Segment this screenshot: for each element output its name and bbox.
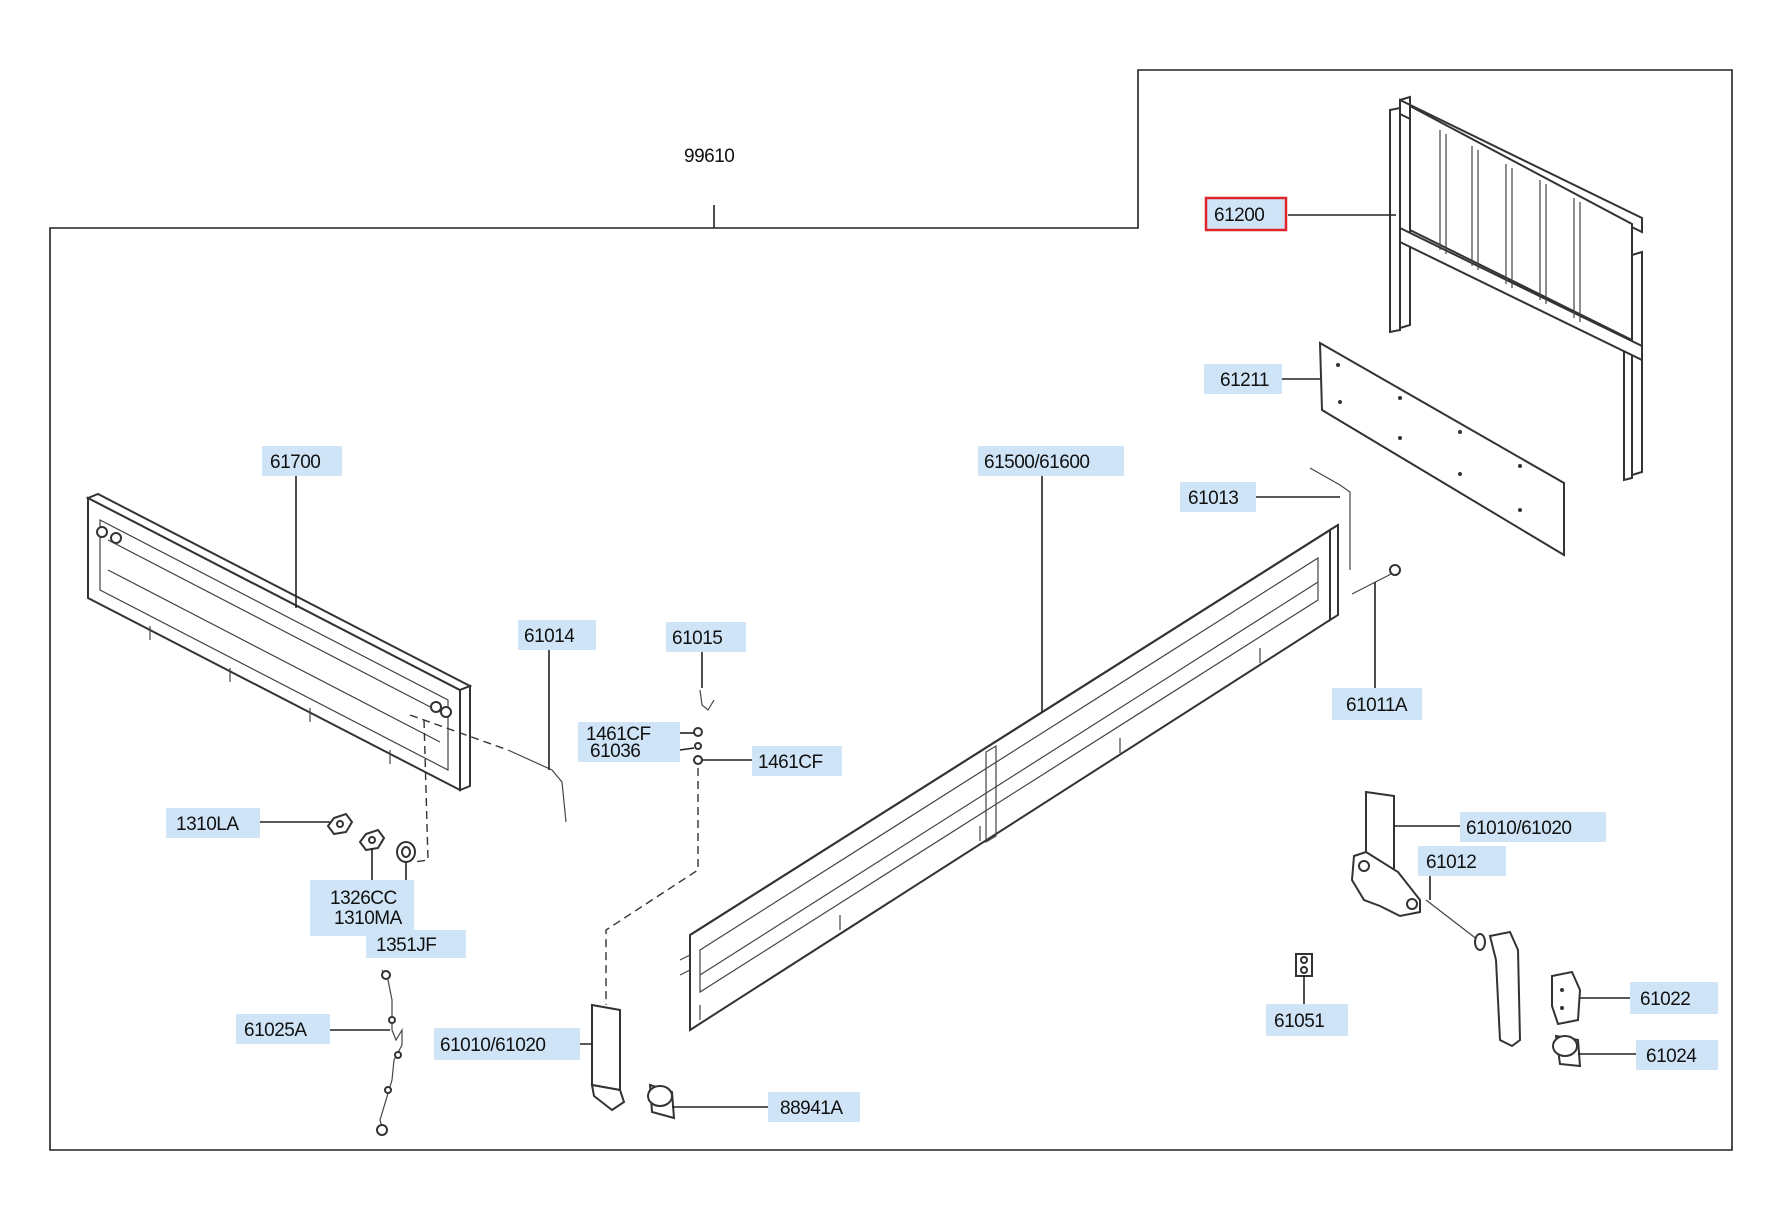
svg-text:61014: 61014 [524,626,575,647]
svg-text:1310MA: 1310MA [334,908,403,929]
clip-drawing [1295,953,1313,977]
rubber-block-drawing [1552,1034,1582,1068]
panel-plate-drawing [1318,341,1565,557]
svg-text:61011A: 61011A [1346,695,1408,716]
callout-61211[interactable]: 61211 [1204,364,1282,394]
stopper-drawing [1488,930,1582,1048]
callout-61024[interactable]: 61024 [1636,1040,1718,1070]
svg-text:61200: 61200 [1214,205,1264,226]
svg-text:1310LA: 1310LA [176,814,239,835]
svg-text:61051: 61051 [1274,1011,1324,1032]
side-gate-drawing [679,523,1339,1032]
leader-lines [248,214,1636,1108]
assembly-number: 99610 [684,146,734,167]
right-bracket-drawing [1350,790,1421,918]
callout-61200[interactable]: 61200 [1204,196,1288,232]
callout-1351jf[interactable]: 1351JF [366,930,466,958]
svg-text:61010/61020: 61010/61020 [1466,818,1571,839]
callout-1310la[interactable]: 1310LA [166,808,260,838]
pin-drawing [1425,899,1486,951]
svg-text:61700: 61700 [270,452,320,473]
callout-61700[interactable]: 61700 [262,446,342,476]
svg-text:61012: 61012 [1426,852,1476,873]
callout-88941a[interactable]: 88941A [768,1092,860,1122]
left-bracket-drawing [590,1003,626,1112]
callout-61012[interactable]: 61012 [1418,846,1506,876]
callout-61010-61020-left[interactable]: 61010/61020 [434,1028,580,1060]
svg-text:1461CF: 1461CF [758,752,823,773]
nuts-washers-drawing [326,719,429,863]
bolt-drawing [1351,564,1401,595]
svg-text:61036: 61036 [590,741,640,762]
callout-1461cf-upper[interactable]: 1461CF [578,722,680,745]
tail-gate-drawing [85,492,473,792]
callout-61014[interactable]: 61014 [518,620,596,650]
svg-text:61025A: 61025A [244,1020,307,1041]
svg-text:61500/61600: 61500/61600 [984,452,1089,473]
svg-text:61015: 61015 [672,628,722,649]
callout-61022[interactable]: 61022 [1630,982,1718,1014]
rod-drawing [409,714,567,823]
svg-text:61024: 61024 [1646,1046,1697,1067]
callout-61011a[interactable]: 61011A [1332,688,1422,720]
callout-61051[interactable]: 61051 [1266,1004,1348,1036]
long-bolt-drawing [1309,467,1351,570]
callout-61500-61600[interactable]: 61500/61600 [978,446,1124,476]
svg-text:61022: 61022 [1640,989,1690,1010]
svg-text:1326CC: 1326CC [330,888,397,909]
hook-pin-drawing [605,689,715,1005]
assembly-frame [49,69,1733,1151]
chain-drawing [376,969,403,1136]
svg-text:61013: 61013 [1188,488,1238,509]
callout-1326cc-1310ma[interactable]: 1326CC 1310MA [310,880,414,936]
svg-text:1461CF: 1461CF [586,724,651,745]
header-rack-drawing [1389,95,1643,482]
svg-text:61010/61020: 61010/61020 [440,1035,545,1056]
svg-text:1351JF: 1351JF [376,935,436,956]
callout-61010-61020-right[interactable]: 61010/61020 [1460,812,1606,842]
callout-61025a[interactable]: 61025A [236,1014,330,1044]
callout-61013[interactable]: 61013 [1180,482,1256,512]
callout-1461cf-lower[interactable]: 1461CF [752,746,842,776]
rubber-cushion-drawing [647,1083,676,1120]
svg-text:88941A: 88941A [780,1098,843,1119]
callout-61015[interactable]: 61015 [666,622,746,652]
svg-text:61211: 61211 [1220,370,1269,391]
callout-61036[interactable]: 61036 [578,740,680,762]
